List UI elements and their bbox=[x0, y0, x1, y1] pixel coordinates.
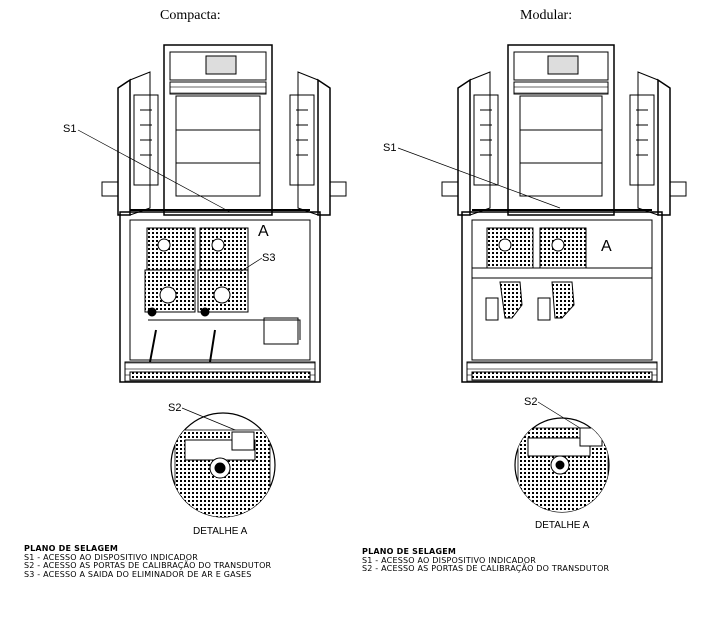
detail-caption-right: DETALHE A bbox=[535, 520, 590, 531]
detail-caption-left: DETALHE A bbox=[193, 526, 248, 537]
callout-a-right: A bbox=[601, 238, 612, 255]
callout-s2-right: S2 bbox=[524, 396, 537, 408]
legend-item-s2-right: S2 - ACESSO AS PORTAS DE CALIBRAÇÃO DO T… bbox=[362, 564, 610, 573]
s2-leader-left bbox=[181, 407, 241, 433]
legend-item-s2-left: S2 - ACESSO AS PORTAS DE CALIBRAÇÃO DO T… bbox=[24, 561, 272, 570]
modular-pump-drawing bbox=[441, 44, 687, 383]
legend-heading-right: PLANO DE SELAGEM bbox=[362, 547, 457, 556]
compacta-pump-drawing bbox=[101, 44, 347, 383]
compacta-title: Compacta: bbox=[160, 8, 221, 23]
callout-s2-left: S2 bbox=[168, 402, 181, 414]
legend-item-s1-left: S1 - ACESSO AO DISPOSITIVO INDICADOR bbox=[24, 552, 198, 562]
s1-leader-right bbox=[397, 147, 561, 209]
modular-callouts bbox=[397, 147, 581, 429]
callout-s3: S3 bbox=[262, 252, 275, 264]
compacta-legend: PLANO DE SELAGEM S1 - ACESSO AO DISPOSIT… bbox=[24, 544, 272, 579]
callout-s1-left: S1 bbox=[63, 123, 76, 135]
legend-heading-left: PLANO DE SELAGEM bbox=[24, 544, 119, 553]
modular-detail-a bbox=[514, 417, 610, 513]
s3-leader bbox=[239, 257, 263, 273]
modular-legend: PLANO DE SELAGEM S1 - ACESSO AO DISPOSIT… bbox=[362, 547, 610, 574]
legend-item-s3-left: S3 - ACESSO A SAIDA DO ELIMINADOR DE AR … bbox=[24, 569, 252, 579]
callout-a-left: A bbox=[258, 223, 269, 240]
s1-leader-left bbox=[77, 129, 231, 213]
modular-title: Modular: bbox=[520, 8, 573, 23]
compacta-detail-a bbox=[170, 412, 276, 518]
legend-item-s1-right: S1 - ACESSO AO DISPOSITIVO INDICADOR bbox=[362, 555, 536, 565]
s2-leader-right bbox=[537, 401, 581, 429]
compacta-callouts bbox=[77, 129, 263, 433]
callout-s1-right: S1 bbox=[383, 142, 396, 154]
